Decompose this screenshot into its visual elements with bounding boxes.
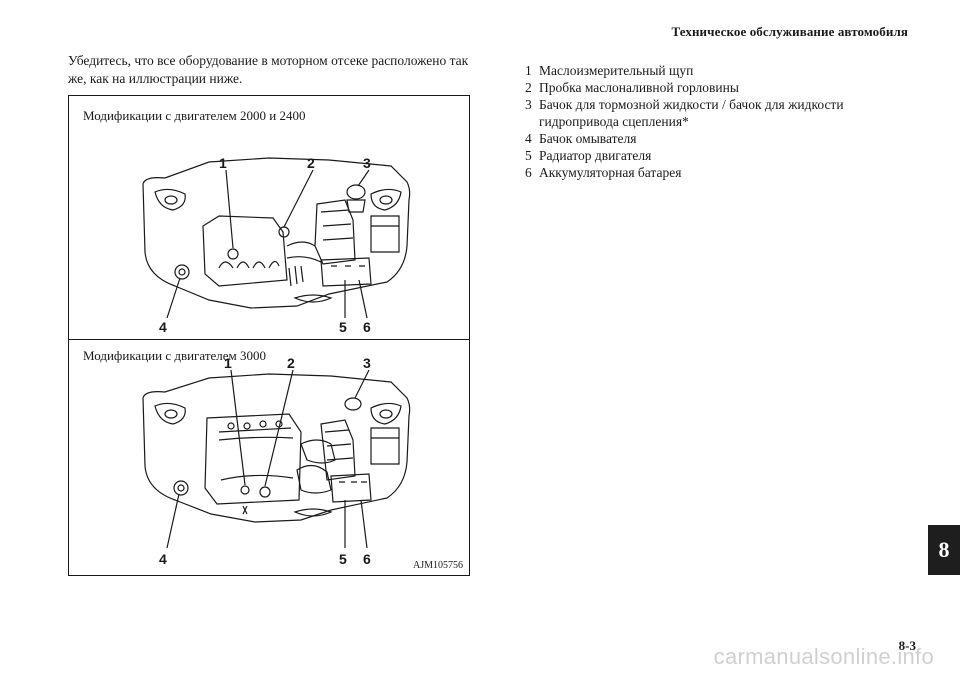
callout-2: 2 xyxy=(307,155,315,171)
legend-item: 2 Пробка маслоналивной горловины xyxy=(525,79,905,96)
panel-divider xyxy=(69,339,469,340)
legend-item-text: Бачок омывателя xyxy=(539,131,637,146)
callout-3: 3 xyxy=(363,155,371,171)
legend-item-text: Маслоизмерительный щуп xyxy=(539,63,694,78)
engine-bay-illustration-2000-2400: 1 2 3 4 5 6 xyxy=(142,155,411,335)
legend-item-number: 1 xyxy=(525,63,532,78)
legend-item-text: Радиатор двигателя xyxy=(539,148,652,163)
legend-item-number: 6 xyxy=(525,165,532,180)
figure-code: AJM105756 xyxy=(412,560,463,571)
legend-item-number: 4 xyxy=(525,131,532,146)
legend-item-number: 5 xyxy=(525,148,532,163)
watermark: carmanualsonline.info xyxy=(713,644,934,669)
callout-4: 4 xyxy=(159,319,167,335)
callout-4: 4 xyxy=(159,551,167,567)
legend-item: 3 Бачок для тормозной жидкости / бачок дл… xyxy=(525,96,905,130)
callout-6: 6 xyxy=(363,551,371,567)
panel-caption-3000: Модификации с двигателем 3000 xyxy=(83,348,267,363)
legend-item-text: Аккумуляторная батарея xyxy=(539,165,682,180)
legend-item: 5 Радиатор двигателя xyxy=(525,147,905,164)
legend-item-number: 3 xyxy=(525,97,532,112)
panel-caption-2000-2400: Модификации с двигателем 2000 и 2400 xyxy=(83,108,306,123)
figure-panel-2000-2400: 1 2 3 4 5 6 Модификации с двигателем 200… xyxy=(69,96,469,340)
legend-item-number: 2 xyxy=(525,80,532,95)
callout-3: 3 xyxy=(363,355,371,371)
legend-item: 1 Маслоизмерительный щуп xyxy=(525,62,905,79)
engine-bay-illustration-3000: 1 2 3 4 5 6 xyxy=(142,355,411,567)
legend-item: 6 Аккумуляторная батарея xyxy=(525,164,905,181)
legend-item-text: Бачок для тормозной жидкости / бачок для… xyxy=(539,97,844,129)
header-title: Техническое обслуживание автомобиля xyxy=(671,24,908,39)
page-number: 8-3 xyxy=(898,638,916,653)
engine-figure: 1 2 3 4 5 6 Модификации с двигателем 200… xyxy=(68,95,470,576)
legend-item-text: Пробка маслоналивной горловины xyxy=(539,80,739,95)
intro-text: Убедитесь, что все оборудование в моторн… xyxy=(68,53,469,86)
callout-1: 1 xyxy=(219,155,227,171)
figure-panel-3000: 1 2 3 4 5 6 Модификации с двигателем 300… xyxy=(69,340,469,575)
component-legend: 1 Маслоизмерительный щуп 2 Пробка маслонал… xyxy=(525,62,905,181)
callout-5: 5 xyxy=(339,319,347,335)
callout-5: 5 xyxy=(339,551,347,567)
chapter-tab: 8 xyxy=(928,525,960,575)
callout-6: 6 xyxy=(363,319,371,335)
callout-2: 2 xyxy=(287,355,295,371)
callout-1: 1 xyxy=(224,355,232,371)
legend-item: 4 Бачок омывателя xyxy=(525,130,905,147)
